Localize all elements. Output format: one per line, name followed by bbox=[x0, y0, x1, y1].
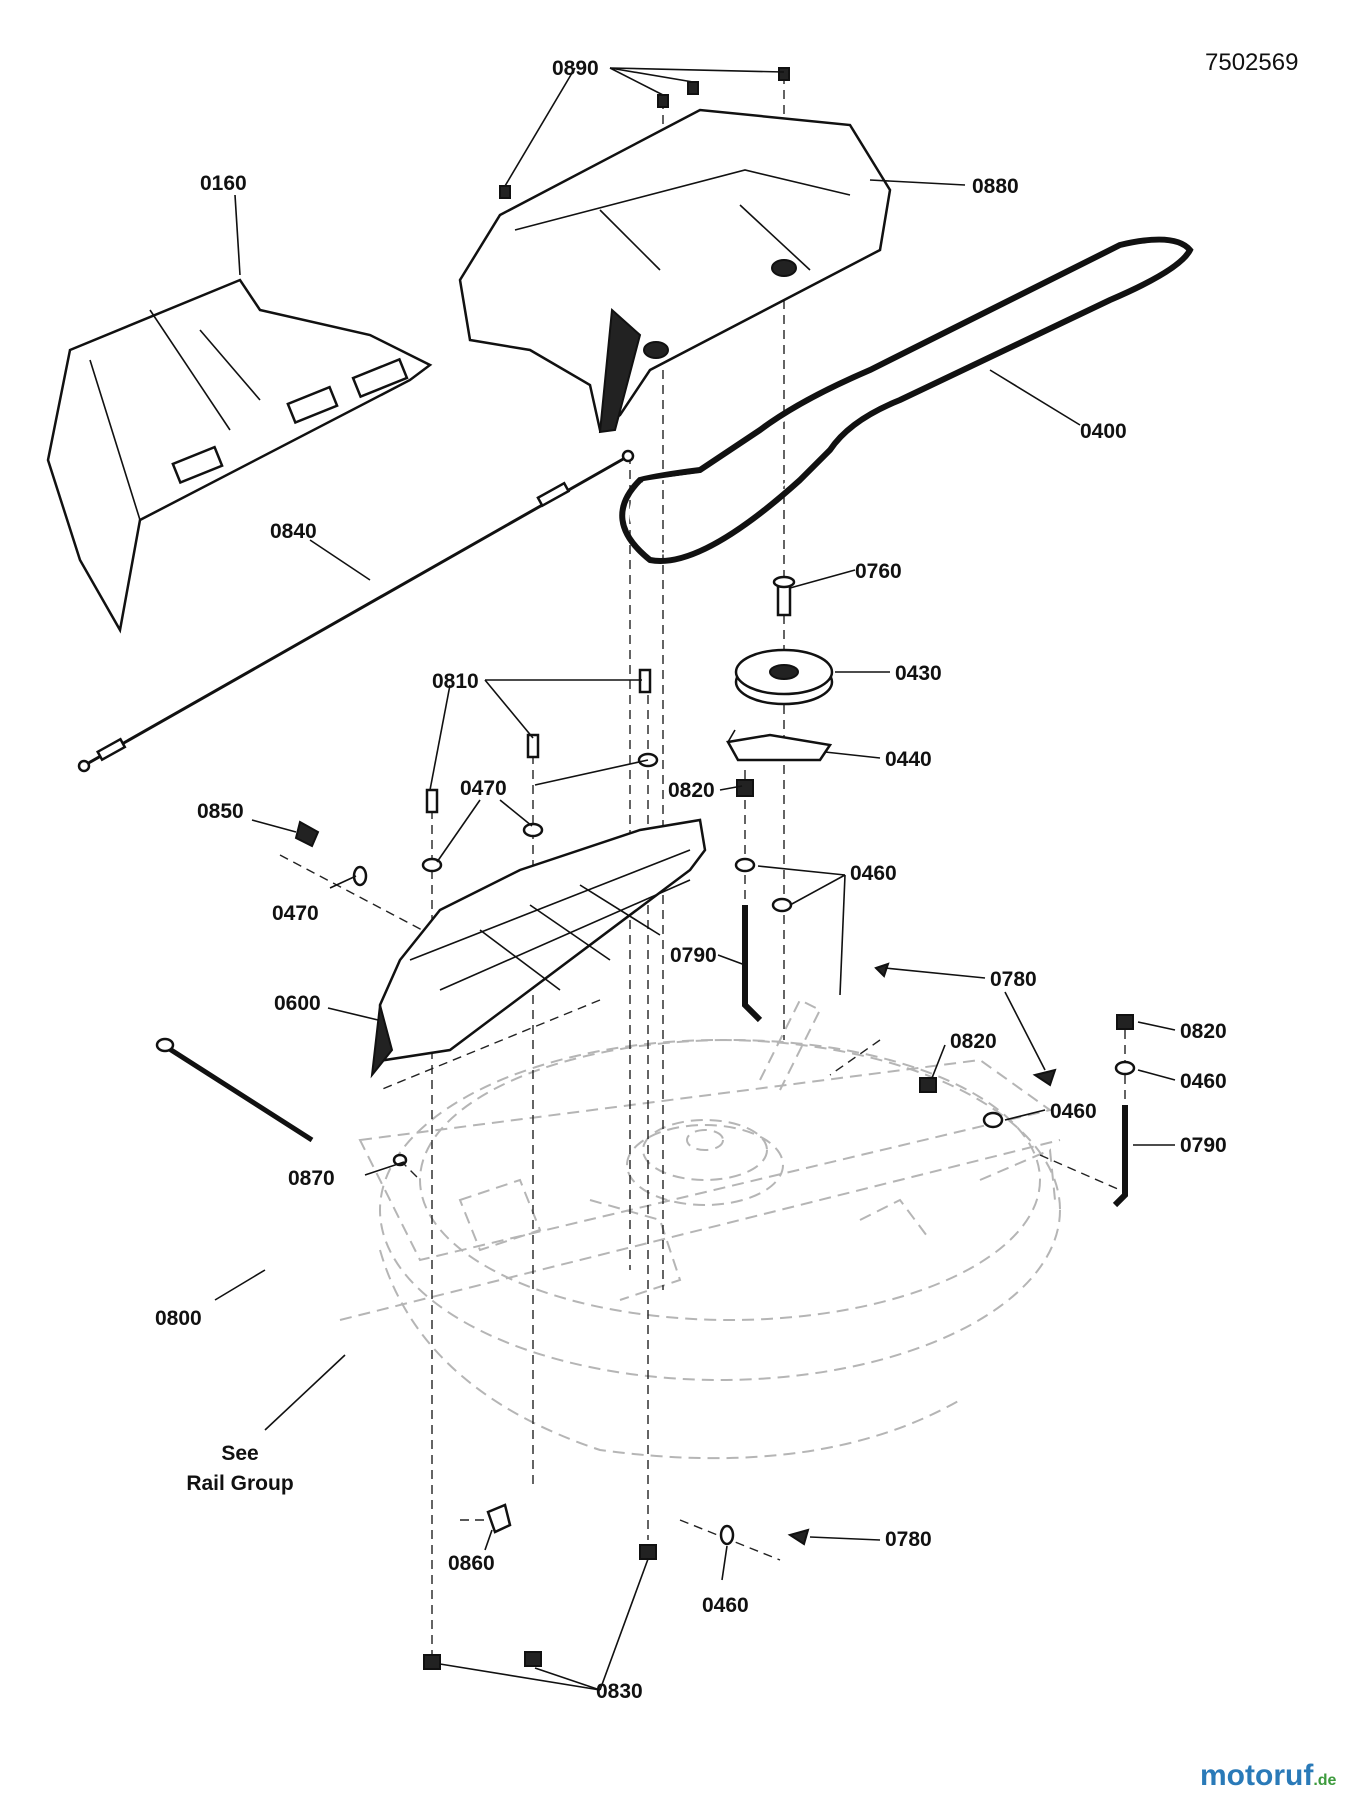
callout-0160: 0160 bbox=[200, 172, 247, 195]
svg-text:motoruf.de: motoruf.de bbox=[1200, 1759, 1337, 1792]
callout-0790-left: 0790 bbox=[670, 944, 717, 967]
callout-0840: 0840 bbox=[270, 520, 317, 543]
callout-0810: 0810 bbox=[432, 670, 479, 693]
callout-0880: 0880 bbox=[972, 175, 1019, 198]
drawing-number: 7502569 bbox=[1205, 49, 1298, 76]
part-0880-belt-cover bbox=[458, 108, 892, 434]
part-0790-rod-right bbox=[1112, 1105, 1128, 1208]
part-0430-idler-pulley bbox=[734, 648, 834, 706]
callout-0870: 0870 bbox=[288, 1167, 335, 1190]
callout-0820-upper: 0820 bbox=[668, 779, 715, 802]
leader-lines bbox=[214, 67, 1176, 1691]
part-0790-rod-left bbox=[742, 905, 763, 1023]
callout-0790-right: 0790 bbox=[1180, 1134, 1227, 1157]
hardware bbox=[294, 67, 1136, 1670]
callout-labels: 0890 0880 0160 0400 0840 0760 0430 0810 … bbox=[155, 57, 1227, 1703]
callout-0400: 0400 bbox=[1080, 420, 1127, 443]
callout-0890: 0890 bbox=[552, 57, 599, 80]
watermark-suffix: .de bbox=[1313, 1772, 1336, 1789]
callout-0430: 0430 bbox=[895, 662, 942, 685]
callout-0860: 0860 bbox=[448, 1552, 495, 1575]
callout-0460-middle: 0460 bbox=[1050, 1100, 1097, 1123]
callout-0760: 0760 bbox=[855, 560, 902, 583]
callout-0470-lower: 0470 bbox=[272, 902, 319, 925]
callout-0820-middle: 0820 bbox=[950, 1030, 997, 1053]
part-0840-cable bbox=[77, 449, 635, 773]
part-0600-cover bbox=[370, 818, 707, 1079]
callout-0460-lower: 0460 bbox=[702, 1594, 749, 1617]
callout-0800: 0800 bbox=[155, 1307, 202, 1330]
callout-0820-right: 0820 bbox=[1180, 1020, 1227, 1043]
callout-0780-upper: 0780 bbox=[990, 968, 1037, 991]
part-0440-bracket bbox=[726, 729, 833, 762]
part-0400-belt bbox=[619, 236, 1194, 564]
callout-0470-upper: 0470 bbox=[460, 777, 507, 800]
callout-0780-lower: 0780 bbox=[885, 1528, 932, 1551]
callout-0850: 0850 bbox=[197, 800, 244, 823]
part-0800-rod bbox=[155, 1037, 314, 1143]
callout-0600: 0600 bbox=[274, 992, 321, 1015]
part-0760-bolt bbox=[772, 575, 796, 617]
mower-deck-ghost bbox=[339, 998, 1061, 1460]
see-note-line2: Rail Group bbox=[186, 1472, 293, 1495]
callout-0460-right: 0460 bbox=[1180, 1070, 1227, 1093]
part-0160-chute bbox=[46, 278, 433, 634]
callout-0460-upper: 0460 bbox=[850, 862, 897, 885]
watermark-logo: motoruf.de bbox=[1200, 1759, 1337, 1792]
callout-0830: 0830 bbox=[596, 1680, 643, 1703]
see-note-line1: See bbox=[221, 1442, 258, 1465]
watermark-text: motoruf bbox=[1200, 1759, 1314, 1792]
callout-0440: 0440 bbox=[885, 748, 932, 771]
